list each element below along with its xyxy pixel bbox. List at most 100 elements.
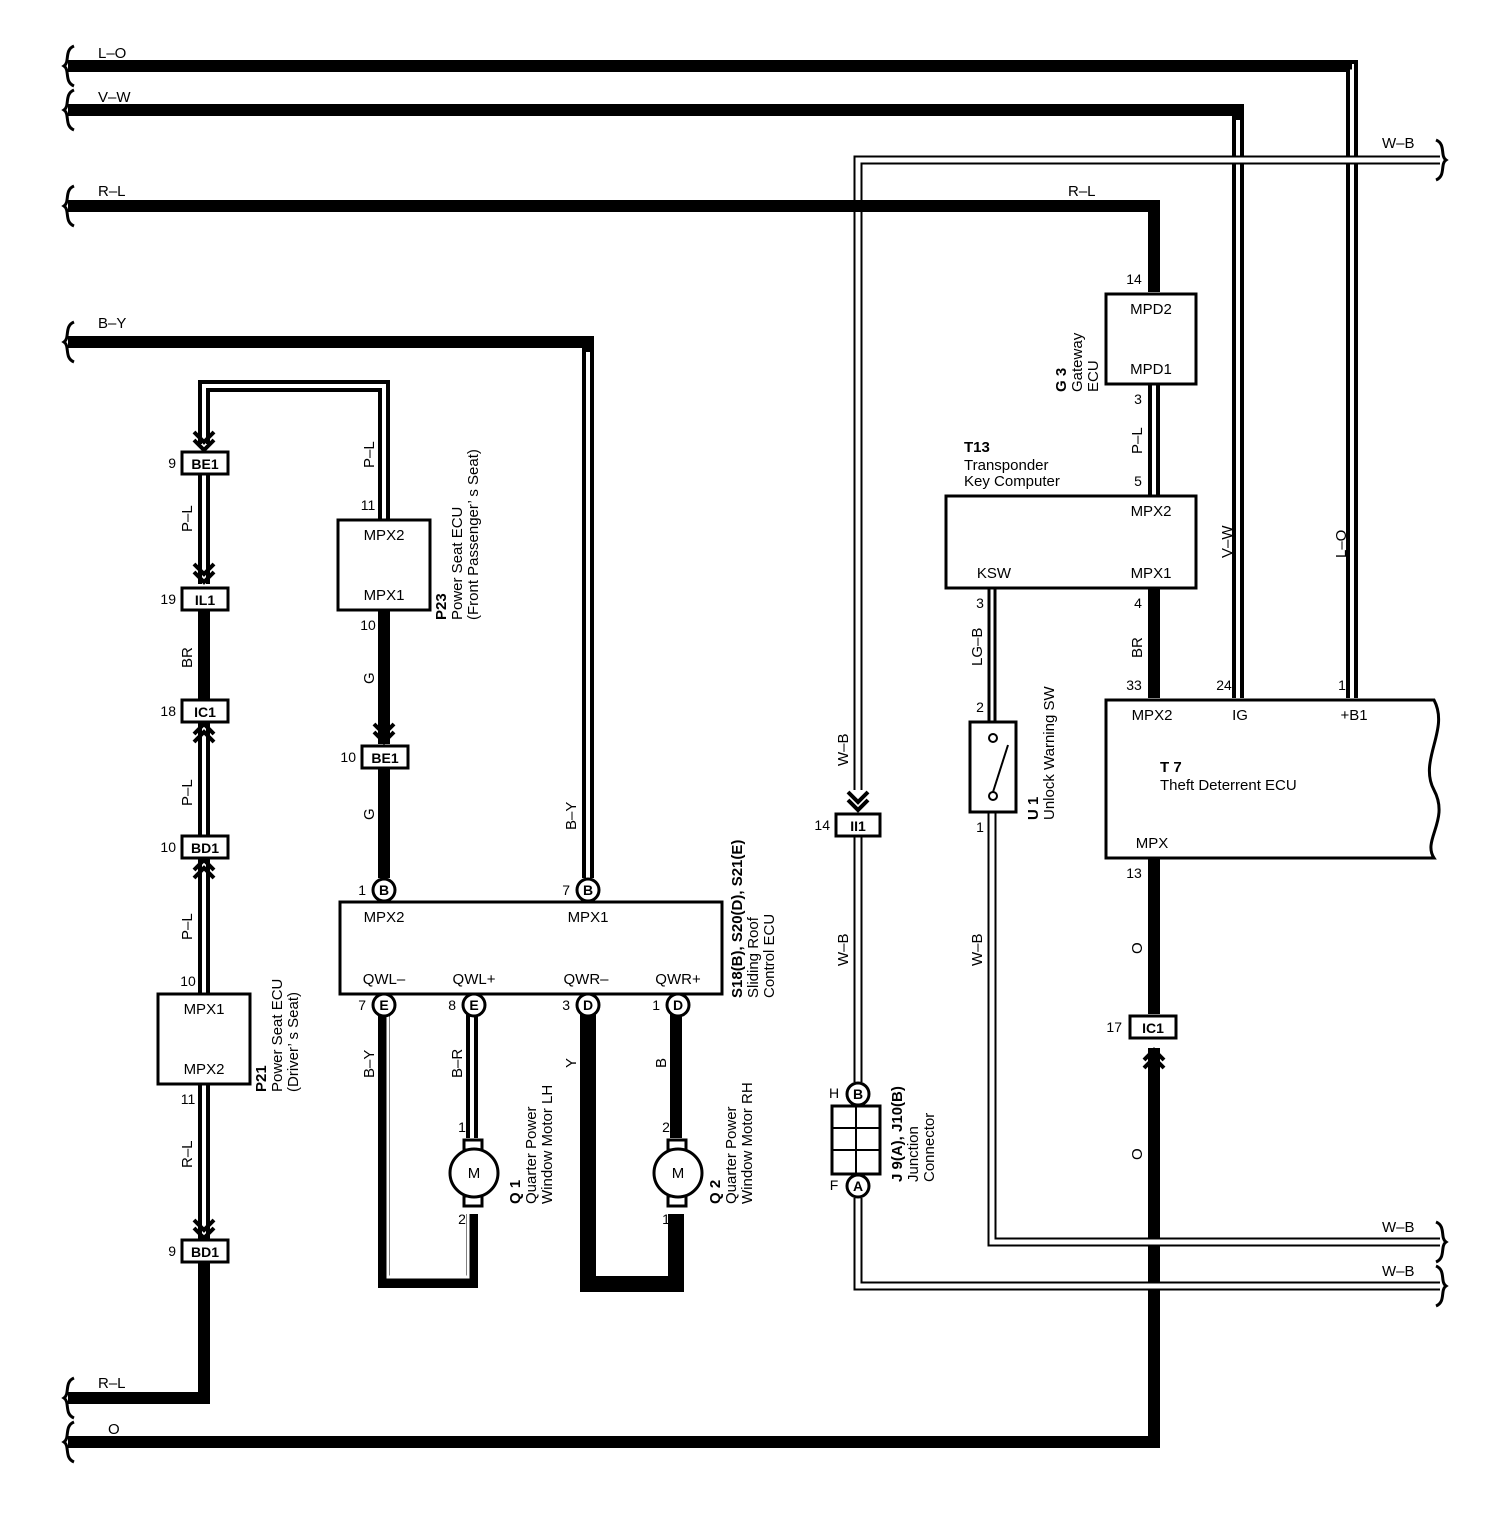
- svg-text:W–B: W–B: [969, 933, 986, 966]
- svg-text:G: G: [361, 672, 378, 684]
- svg-text:1: 1: [1338, 677, 1346, 693]
- svg-text:(Driver’ s Seat): (Driver’ s Seat): [285, 992, 302, 1092]
- svg-text:P21: P21: [253, 1065, 270, 1092]
- svg-text:R–L: R–L: [98, 1375, 126, 1392]
- svg-text:O: O: [108, 1421, 120, 1438]
- arrow-up-icon: [192, 857, 216, 872]
- svg-text:B: B: [379, 882, 389, 898]
- arrow-down-icon: [846, 798, 870, 813]
- pin-circle-b-1: B: [371, 877, 397, 903]
- svg-text:MPX2: MPX2: [364, 909, 405, 926]
- component-g3: MPD2 MPD1 G 3 Gateway ECU: [1053, 292, 1198, 392]
- svg-text:LG–B: LG–B: [969, 628, 986, 666]
- component-u1: U 1 Unlock Warning SW: [968, 686, 1058, 820]
- motor-icon: [448, 1147, 500, 1199]
- wire-l-o: [68, 60, 1358, 698]
- svg-text:10: 10: [360, 617, 376, 633]
- svg-text:14: 14: [1126, 271, 1142, 287]
- svg-text:MPX: MPX: [1136, 835, 1169, 852]
- svg-text:P–L: P–L: [1129, 427, 1146, 454]
- svg-text:(Front Passenger’ s Seat): (Front Passenger’ s Seat): [465, 449, 482, 620]
- svg-text:Transponder: Transponder: [964, 457, 1049, 474]
- pin-circle-b-7: B: [575, 877, 601, 903]
- wire-b-y: [68, 336, 594, 878]
- wire-p-l-loop: [198, 380, 390, 520]
- svg-text:KSW: KSW: [977, 565, 1012, 582]
- svg-text:W–B: W–B: [1382, 135, 1415, 152]
- svg-text:MPX2: MPX2: [1132, 707, 1173, 724]
- wire-u1-ground: [987, 812, 1440, 1247]
- svg-text:MPX1: MPX1: [568, 909, 609, 926]
- svg-text:8: 8: [448, 997, 456, 1013]
- component-t13: MPX2 KSW MPX1 T13 Transponder Key Comput…: [944, 439, 1198, 590]
- svg-text:P–L: P–L: [361, 441, 378, 468]
- connector-il1: IL1: [180, 586, 230, 612]
- svg-text:7: 7: [562, 882, 570, 898]
- svg-text:BD1: BD1: [191, 1244, 219, 1260]
- arrow-up-icon: [192, 721, 216, 736]
- pin-circle-d-3: D: [575, 992, 601, 1018]
- svg-text:2: 2: [662, 1119, 670, 1135]
- svg-text:5: 5: [1134, 473, 1142, 489]
- connector-be1-mid: BE1: [360, 744, 410, 770]
- svg-text:MPD1: MPD1: [1130, 361, 1172, 378]
- svg-text:Key Computer: Key Computer: [964, 473, 1060, 490]
- svg-text:1: 1: [662, 1211, 670, 1227]
- svg-text:Y: Y: [563, 1058, 580, 1068]
- svg-text:V–W: V–W: [98, 89, 131, 106]
- svg-text:S18(B), S20(D), S21(E): S18(B), S20(D), S21(E): [729, 840, 746, 998]
- svg-text:ECU: ECU: [1085, 360, 1102, 392]
- arrow-down-icon: [192, 562, 216, 577]
- svg-text:4: 4: [1134, 595, 1142, 611]
- svg-text:3: 3: [976, 595, 984, 611]
- svg-text:B–Y: B–Y: [563, 802, 580, 830]
- svg-text:P–L: P–L: [179, 779, 196, 806]
- svg-text:Unlock Warning SW: Unlock Warning SW: [1041, 686, 1058, 820]
- svg-text:2: 2: [976, 699, 984, 715]
- svg-text:G 3: G 3: [1053, 368, 1070, 392]
- arrow-down-icon: [192, 438, 216, 453]
- arrow-up-icon: [192, 729, 216, 744]
- svg-text:BR: BR: [1129, 637, 1146, 658]
- wire-j9-ground: [853, 1198, 1440, 1291]
- svg-text:Gateway: Gateway: [1069, 332, 1086, 392]
- svg-text:11: 11: [361, 497, 376, 513]
- component-t7: MPX2 IG +B1 MPX T 7 Theft Deterrent ECU: [1104, 698, 1441, 860]
- arrow-up-icon: [192, 865, 216, 880]
- wire-w-b-top: [853, 155, 1440, 790]
- connector-be1-left: BE1: [180, 450, 230, 476]
- svg-text:1: 1: [458, 1119, 466, 1135]
- svg-text:Window Motor LH: Window Motor LH: [539, 1085, 556, 1204]
- svg-text:1: 1: [976, 819, 984, 835]
- svg-text:W–B: W–B: [1382, 1263, 1415, 1280]
- connector-bd1-bottom: BD1: [180, 1238, 230, 1264]
- svg-text:MPD2: MPD2: [1130, 301, 1172, 318]
- svg-text:1: 1: [652, 997, 660, 1013]
- svg-text:O: O: [1129, 942, 1146, 954]
- svg-text:9: 9: [168, 455, 176, 471]
- arrow-down-icon: [846, 790, 870, 805]
- connector-ic1-right: IC1: [1128, 1014, 1178, 1040]
- svg-text:BE1: BE1: [191, 456, 218, 472]
- component-q1: M Q 1 Quarter Power Window Motor LH: [448, 1085, 556, 1208]
- svg-text:QWL–: QWL–: [363, 971, 406, 988]
- svg-text:9: 9: [168, 1243, 176, 1259]
- svg-text:MPX2: MPX2: [1131, 503, 1172, 520]
- wire-labels-vertical: P–L BR P–L P–L R–L P–L G G B–Y B–Y B–R Y…: [179, 427, 1350, 1168]
- svg-text:Sliding Roof: Sliding Roof: [745, 916, 762, 998]
- svg-text:D: D: [583, 997, 593, 1013]
- svg-text:E: E: [379, 997, 388, 1013]
- svg-text:MPX1: MPX1: [364, 587, 405, 604]
- svg-text:O: O: [1129, 1148, 1146, 1160]
- svg-text:M: M: [468, 1165, 481, 1182]
- svg-text:7: 7: [358, 997, 366, 1013]
- svg-text:V–W: V–W: [1219, 525, 1236, 558]
- svg-text:Quarter Power: Quarter Power: [723, 1106, 740, 1204]
- connector-ii1: II1: [834, 812, 882, 838]
- svg-text:IG: IG: [1232, 707, 1248, 724]
- svg-text:11: 11: [181, 1091, 196, 1107]
- svg-text:R–L: R–L: [179, 1140, 196, 1168]
- svg-text:W–B: W–B: [835, 933, 852, 966]
- pin-circle-b-j: B: [845, 1081, 871, 1107]
